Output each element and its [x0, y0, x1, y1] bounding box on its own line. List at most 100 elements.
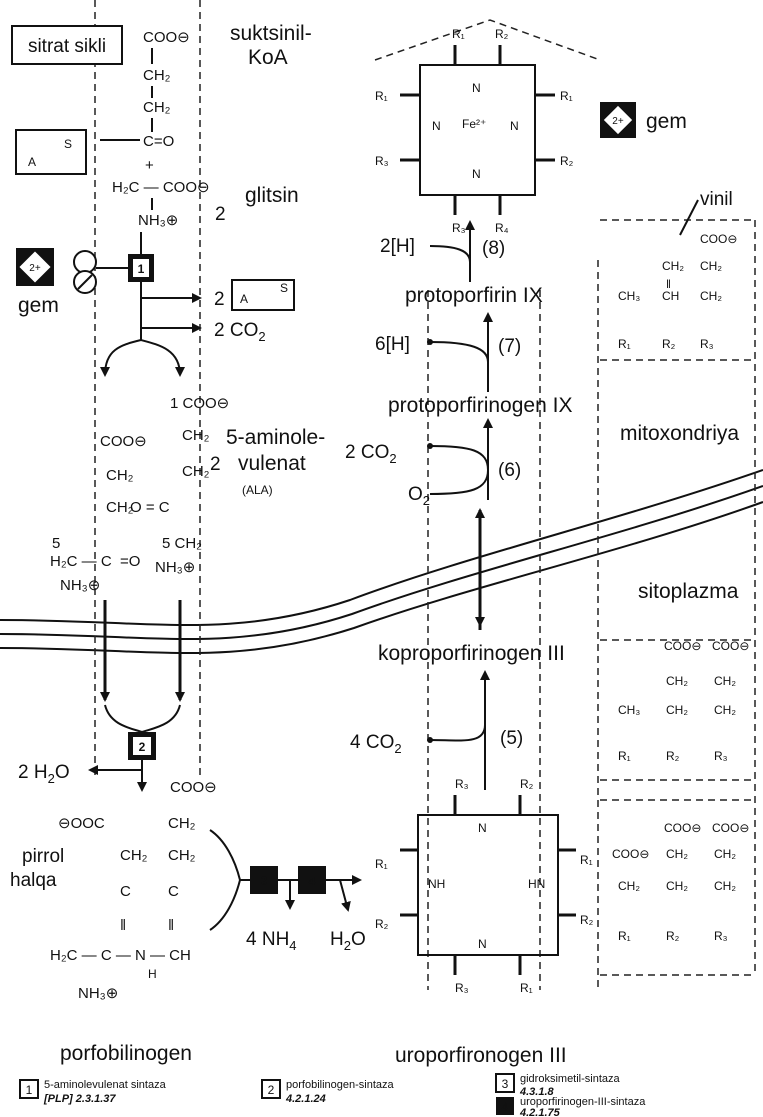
svg-text:1: 1	[26, 1083, 33, 1097]
uro-groups: COO⊖ COO⊖ COO⊖ CH₂ CH₂ CH₂ CH₂ CH₂ R₁ R₂…	[612, 821, 749, 943]
succinyl-coa-label: suktsinil-	[230, 22, 312, 45]
svg-text:COO⊖: COO⊖	[664, 639, 701, 653]
svg-text:CH₂: CH₂	[666, 674, 688, 688]
svg-text:S: S	[280, 281, 288, 295]
svg-text:R₃: R₃	[700, 337, 714, 351]
co2-output-5: 4 CO2	[350, 732, 402, 756]
svg-text:CH₂: CH₂	[143, 67, 171, 84]
svg-text:4.2.1.75: 4.2.1.75	[519, 1107, 561, 1117]
svg-text:COO⊖: COO⊖	[700, 232, 737, 246]
svg-text:COO⊖: COO⊖	[712, 639, 749, 653]
svg-text:CH₂: CH₂	[700, 289, 722, 303]
svg-text:NH₃⊕: NH₃⊕	[78, 985, 118, 1002]
h2o-output: 2 H2O	[18, 762, 70, 786]
svg-text:R₃: R₃	[455, 981, 469, 995]
svg-text:COO⊖: COO⊖	[664, 821, 701, 835]
svg-text:CH₃: CH₃	[618, 289, 640, 303]
svg-text:1 COO⊖: 1 COO⊖	[170, 395, 229, 412]
svg-text:3: 3	[502, 1077, 509, 1091]
svg-text:‖: ‖	[120, 917, 126, 934]
svg-text:CH₂: CH₂	[618, 879, 640, 893]
co2-output: 2 CO2	[214, 320, 266, 344]
svg-text:2+: 2+	[612, 116, 624, 127]
svg-text:5 CH₂: 5 CH₂	[162, 535, 202, 552]
co2-output-6: 2 CO2	[345, 442, 397, 466]
svg-text:CH₂: CH₂	[666, 703, 688, 717]
svg-text:R₁: R₁	[618, 749, 631, 763]
h2o-output-2: H2O	[330, 929, 366, 953]
svg-text:5-aminolevulenat sintaza: 5-aminolevulenat sintaza	[44, 1079, 167, 1091]
svg-text:CH₂: CH₂	[714, 703, 736, 717]
ala-abbrev: (ALA)	[242, 483, 273, 497]
svg-text:A: A	[240, 292, 248, 306]
glycine-label: glitsin	[245, 184, 299, 207]
svg-text:NH: NH	[428, 877, 445, 891]
svg-text:R₃: R₃	[714, 929, 728, 943]
svg-text:COO⊖: COO⊖	[612, 847, 649, 861]
svg-text:R₃: R₃	[375, 154, 389, 168]
svg-text:R₂: R₂	[580, 913, 594, 927]
membrane	[0, 470, 763, 653]
svg-text:R₁: R₁	[375, 89, 388, 103]
svg-text:R₂: R₂	[666, 749, 680, 763]
svg-text:H: H	[148, 967, 157, 981]
mito-groups: COO⊖ CH₂ CH₂ ‖ CH₃ CH CH₂ R₁ R₂ R₃	[618, 232, 737, 351]
svg-text:R₂: R₂	[666, 929, 680, 943]
heme-right-label: gem	[646, 110, 687, 133]
protoporphyrin-label: protoporfirin IX	[405, 284, 543, 307]
svg-text:H₂C — COO⊖: H₂C — COO⊖	[112, 179, 210, 196]
cytoplasm-label: sitoplazma	[638, 580, 739, 603]
svg-text:NH₃⊕: NH₃⊕	[138, 212, 178, 229]
svg-text:CH₂: CH₂	[168, 815, 196, 832]
citrate-cycle-box: sitrat sikli	[12, 26, 122, 64]
svg-text:1: 1	[138, 262, 145, 276]
svg-text:R₂: R₂	[520, 777, 534, 791]
svg-text:=O: =O	[120, 553, 140, 570]
copro-groups: COO⊖ COO⊖ CH₂ CH₂ CH₃ CH₂ CH₂ R₁ R₂ R₃	[618, 639, 749, 763]
uroporphyrinogen-label: uroporfironogen III	[395, 1044, 567, 1067]
svg-text:H₂C — C: H₂C — C	[50, 553, 112, 570]
svg-text:R₁: R₁	[560, 89, 573, 103]
svg-text:+: +	[145, 157, 154, 174]
svg-text:O = C: O = C	[130, 499, 170, 516]
enzyme-step-4: 4	[298, 866, 326, 894]
svg-text:R₂: R₂	[495, 27, 509, 41]
svg-text:NH₃⊕: NH₃⊕	[155, 559, 195, 576]
svg-text:R₁: R₁	[618, 929, 631, 943]
svg-text:N: N	[478, 937, 487, 951]
svg-text:CH₂: CH₂	[106, 467, 134, 484]
svg-text:N: N	[472, 81, 481, 95]
enzyme-step-1: 1	[128, 254, 154, 282]
svg-text:3: 3	[261, 874, 268, 888]
svg-text:CH₂: CH₂	[714, 674, 736, 688]
svg-text:R₁: R₁	[618, 337, 631, 351]
svg-text:C=O: C=O	[143, 133, 174, 150]
svg-text:2: 2	[214, 289, 225, 310]
svg-text:4.2.1.24: 4.2.1.24	[285, 1093, 326, 1105]
mitochondria-label: mitoxondriya	[620, 422, 739, 445]
svg-text:gidroksimetil-sintaza: gidroksimetil-sintaza	[520, 1073, 621, 1085]
svg-text:COO⊖: COO⊖	[712, 821, 749, 835]
svg-text:R₁: R₁	[375, 857, 388, 871]
coa-icon: A S	[16, 130, 86, 174]
svg-text:N: N	[478, 821, 487, 835]
svg-text:CH₂: CH₂	[714, 847, 736, 861]
ala-structure-right: 1 COO⊖ CH₂ CH₂ O = C 5 CH₂ NH₃⊕	[130, 395, 229, 576]
o2-input: O2	[408, 484, 430, 508]
h-output: 6[H]	[375, 334, 410, 355]
svg-text:C: C	[168, 883, 179, 900]
svg-text:COO⊖: COO⊖	[143, 29, 190, 46]
svg-text:R₂: R₂	[662, 337, 676, 351]
svg-text:⊖OOC: ⊖OOC	[58, 815, 105, 832]
vinyl-label: vinil	[700, 189, 733, 210]
svg-text:R₁: R₁	[452, 27, 465, 41]
h-output-8: 2[H]	[380, 236, 415, 257]
repress-icon	[74, 251, 96, 273]
svg-text:A: A	[28, 155, 36, 169]
svg-text:R₃: R₃	[455, 777, 469, 791]
svg-text:2: 2	[268, 1083, 275, 1097]
svg-text:R₁: R₁	[520, 981, 533, 995]
legend-3: 3 gidroksimetil-sintaza 4.3.1.8	[496, 1073, 621, 1098]
step-7-label: (7)	[498, 336, 521, 357]
step-6-label: (6)	[498, 460, 521, 481]
